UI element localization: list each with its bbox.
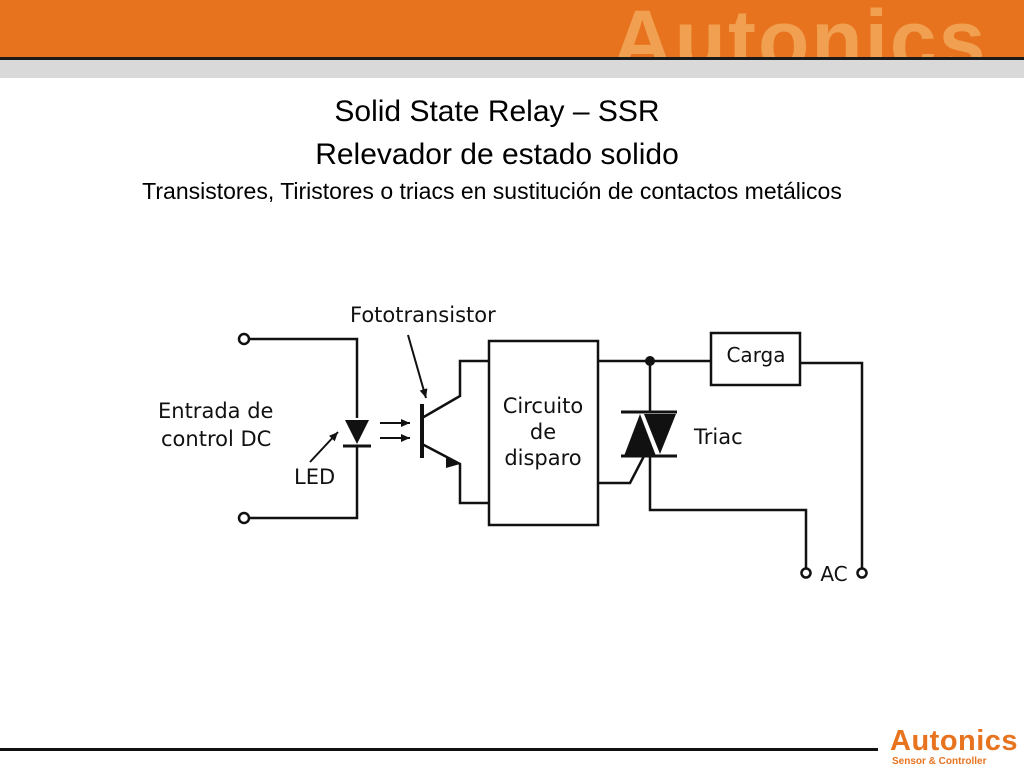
input-terminals <box>237 332 251 525</box>
trigger-label-line2: de <box>530 420 556 444</box>
page-title-spanish: Relevador de estado solido <box>315 138 679 171</box>
footer-brand-name: Autonics <box>890 725 1019 757</box>
phototransistor-label: Fototransistor <box>350 303 496 327</box>
ac-terminal-right <box>856 567 868 579</box>
input-label-line1: Entrada de <box>158 399 273 423</box>
trigger-label-line3: disparo <box>504 446 581 470</box>
input-terminal-bottom <box>237 511 251 525</box>
ac-label: AC <box>820 562 847 586</box>
ac-terminal-left <box>800 567 812 579</box>
gray-band <box>0 60 1024 78</box>
ac-terminals <box>800 567 868 579</box>
footer-brand-logo: Autonics Sensor & Controller <box>890 725 1019 767</box>
led-label: LED <box>294 465 335 489</box>
input-terminal-top <box>237 332 251 346</box>
load-box <box>709 331 802 387</box>
trigger-label-line1: Circuito <box>503 394 583 418</box>
output-wiring <box>598 359 864 568</box>
light-arrows-icon <box>380 419 410 442</box>
banner-brand-logo: Autonics <box>612 0 988 57</box>
phototransistor-icon <box>407 334 489 505</box>
junction-dot <box>645 356 655 366</box>
top-divider <box>0 57 1024 60</box>
page-subtitle: Transistores, Tiristores o triacs en sus… <box>142 178 842 204</box>
led-wiring <box>249 337 359 520</box>
led-icon <box>309 420 371 463</box>
top-banner: Autonics <box>0 0 1024 57</box>
footer-brand-tagline: Sensor & Controller <box>892 756 987 767</box>
input-label-line2: control DC <box>161 427 271 451</box>
load-label: Carga <box>726 343 785 367</box>
bottom-divider <box>0 748 878 751</box>
triac-label: Triac <box>693 425 743 449</box>
trigger-circuit-block <box>487 339 600 527</box>
triac-icon <box>621 410 677 458</box>
page-title: Solid State Relay – SSR <box>334 95 660 128</box>
